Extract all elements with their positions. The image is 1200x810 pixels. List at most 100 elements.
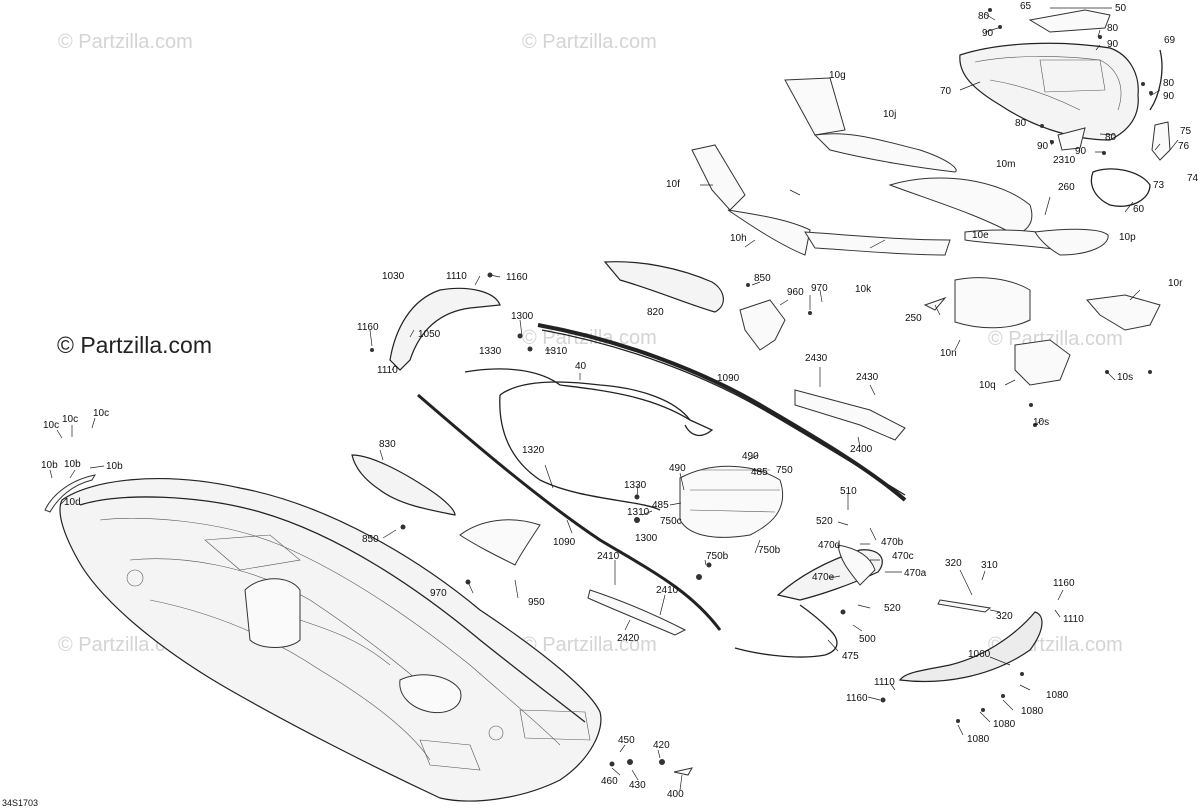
callout-10g: 10g xyxy=(829,70,846,81)
callout-50: 50 xyxy=(1115,3,1127,14)
callout-1330: 1330 xyxy=(479,346,502,357)
callout-950: 950 xyxy=(528,597,545,608)
callout-1090: 1090 xyxy=(553,537,576,548)
callout-1330: 1330 xyxy=(624,480,647,491)
hull-part xyxy=(59,478,602,802)
callout-490: 490 xyxy=(669,463,686,474)
callout-470a: 470a xyxy=(904,568,927,579)
diagram-code: 34S1703 xyxy=(2,798,38,808)
callout-970: 970 xyxy=(811,283,828,294)
callout-10b: 10b xyxy=(106,461,123,472)
storage-bin-part xyxy=(959,9,1171,207)
callout-1160: 1160 xyxy=(1053,578,1075,589)
watermark-top-center: © Partzilla.com xyxy=(522,31,657,53)
callout-2430: 2430 xyxy=(805,353,828,364)
callout-10h: 10h xyxy=(730,233,747,244)
callout-75: 75 xyxy=(1180,126,1192,137)
callout-450: 450 xyxy=(618,735,635,746)
callout-1080: 1080 xyxy=(1021,706,1044,717)
callout-90: 90 xyxy=(982,28,994,39)
callout-1110: 1110 xyxy=(1063,614,1084,625)
callout-490: 490 xyxy=(742,451,759,462)
callout-485: 485 xyxy=(652,500,669,511)
callout-10d: 10d xyxy=(64,497,81,508)
callout-520: 520 xyxy=(816,516,833,527)
callout-470e: 470e xyxy=(812,572,835,583)
callout-250: 250 xyxy=(905,313,922,324)
watermark-top-left: © Partzilla.com xyxy=(58,31,193,53)
callout-90: 90 xyxy=(1075,146,1087,157)
callout-10r: 10r xyxy=(1168,278,1183,289)
callout-485: 485 xyxy=(751,467,768,478)
callout-1300: 1300 xyxy=(635,533,658,544)
callout-475: 475 xyxy=(842,651,859,662)
callout-1110: 1110 xyxy=(377,365,398,376)
callout-310: 310 xyxy=(981,560,998,571)
callout-10s: 10s xyxy=(1117,372,1133,383)
watermark-main: © Partzilla.com xyxy=(57,332,212,358)
callout-1050: 1050 xyxy=(418,329,441,340)
callout-2430: 2430 xyxy=(856,372,879,383)
callout-80: 80 xyxy=(1163,78,1175,89)
callout-10m: 10m xyxy=(996,159,1015,170)
callout-90: 90 xyxy=(1037,141,1049,152)
callout-10b: 10b xyxy=(41,460,58,471)
callout-10s: 10s xyxy=(1033,417,1049,428)
callout-10c: 10c xyxy=(62,414,78,425)
callout-1110: 1110 xyxy=(446,271,467,282)
callout-10c: 10c xyxy=(93,408,109,419)
callout-80: 80 xyxy=(978,11,990,22)
callout-1160: 1160 xyxy=(506,272,528,283)
deck-panels xyxy=(691,77,1161,386)
hardware xyxy=(370,8,1153,776)
callout-2410: 2410 xyxy=(656,585,679,596)
callout-1060: 1060 xyxy=(968,649,991,660)
callout-2410: 2410 xyxy=(597,551,620,562)
misc-parts xyxy=(44,261,1043,683)
callout-1310: 1310 xyxy=(627,507,650,518)
callout-460: 460 xyxy=(601,776,618,787)
callout-69: 69 xyxy=(1164,35,1176,46)
callout-10b: 10b xyxy=(64,459,81,470)
callout-820: 820 xyxy=(647,307,664,318)
callout-830: 830 xyxy=(379,439,396,450)
watermark-bottom-center: © Partzilla.com xyxy=(522,634,657,656)
callout-1320: 1320 xyxy=(522,445,545,456)
callout-10p: 10p xyxy=(1119,232,1136,243)
leader-lines xyxy=(49,7,1179,791)
callout-2400: 2400 xyxy=(850,444,873,455)
callout-1030: 1030 xyxy=(382,271,405,282)
callout-510: 510 xyxy=(840,486,857,497)
callout-1310: 1310 xyxy=(545,346,568,357)
callout-1080: 1080 xyxy=(993,719,1016,730)
callout-1160: 1160 xyxy=(846,693,868,704)
callout-80: 80 xyxy=(1015,118,1027,129)
callout-500: 500 xyxy=(859,634,876,645)
callout-470c: 470c xyxy=(892,551,914,562)
callout-750c: 750c xyxy=(660,516,682,527)
rail-trims xyxy=(417,323,907,658)
callout-470d: 470d xyxy=(818,540,840,551)
callout-750: 750 xyxy=(776,465,793,476)
callout-76: 76 xyxy=(1178,141,1190,152)
callout-1160: 1160 xyxy=(357,322,379,333)
callout-90: 90 xyxy=(1107,39,1119,50)
callout-10k: 10k xyxy=(855,284,872,295)
callout-10j: 10j xyxy=(883,109,896,120)
callout-70: 70 xyxy=(940,86,952,97)
callout-10e: 10e xyxy=(972,230,989,241)
callout-520: 520 xyxy=(884,603,901,614)
callout-1080: 1080 xyxy=(1046,690,1069,701)
callout-80: 80 xyxy=(1107,23,1119,34)
callout-10n: 10n xyxy=(940,348,957,359)
callout-750b: 750b xyxy=(706,551,729,562)
callout-970: 970 xyxy=(430,588,447,599)
callout-850: 850 xyxy=(754,273,771,284)
callout-750b: 750b xyxy=(758,545,781,556)
callout-1300: 1300 xyxy=(511,311,534,322)
callout-1090: 1090 xyxy=(717,373,740,384)
callout-60: 60 xyxy=(1133,204,1145,215)
callout-90: 90 xyxy=(1163,91,1175,102)
callout-260: 260 xyxy=(1058,182,1075,193)
